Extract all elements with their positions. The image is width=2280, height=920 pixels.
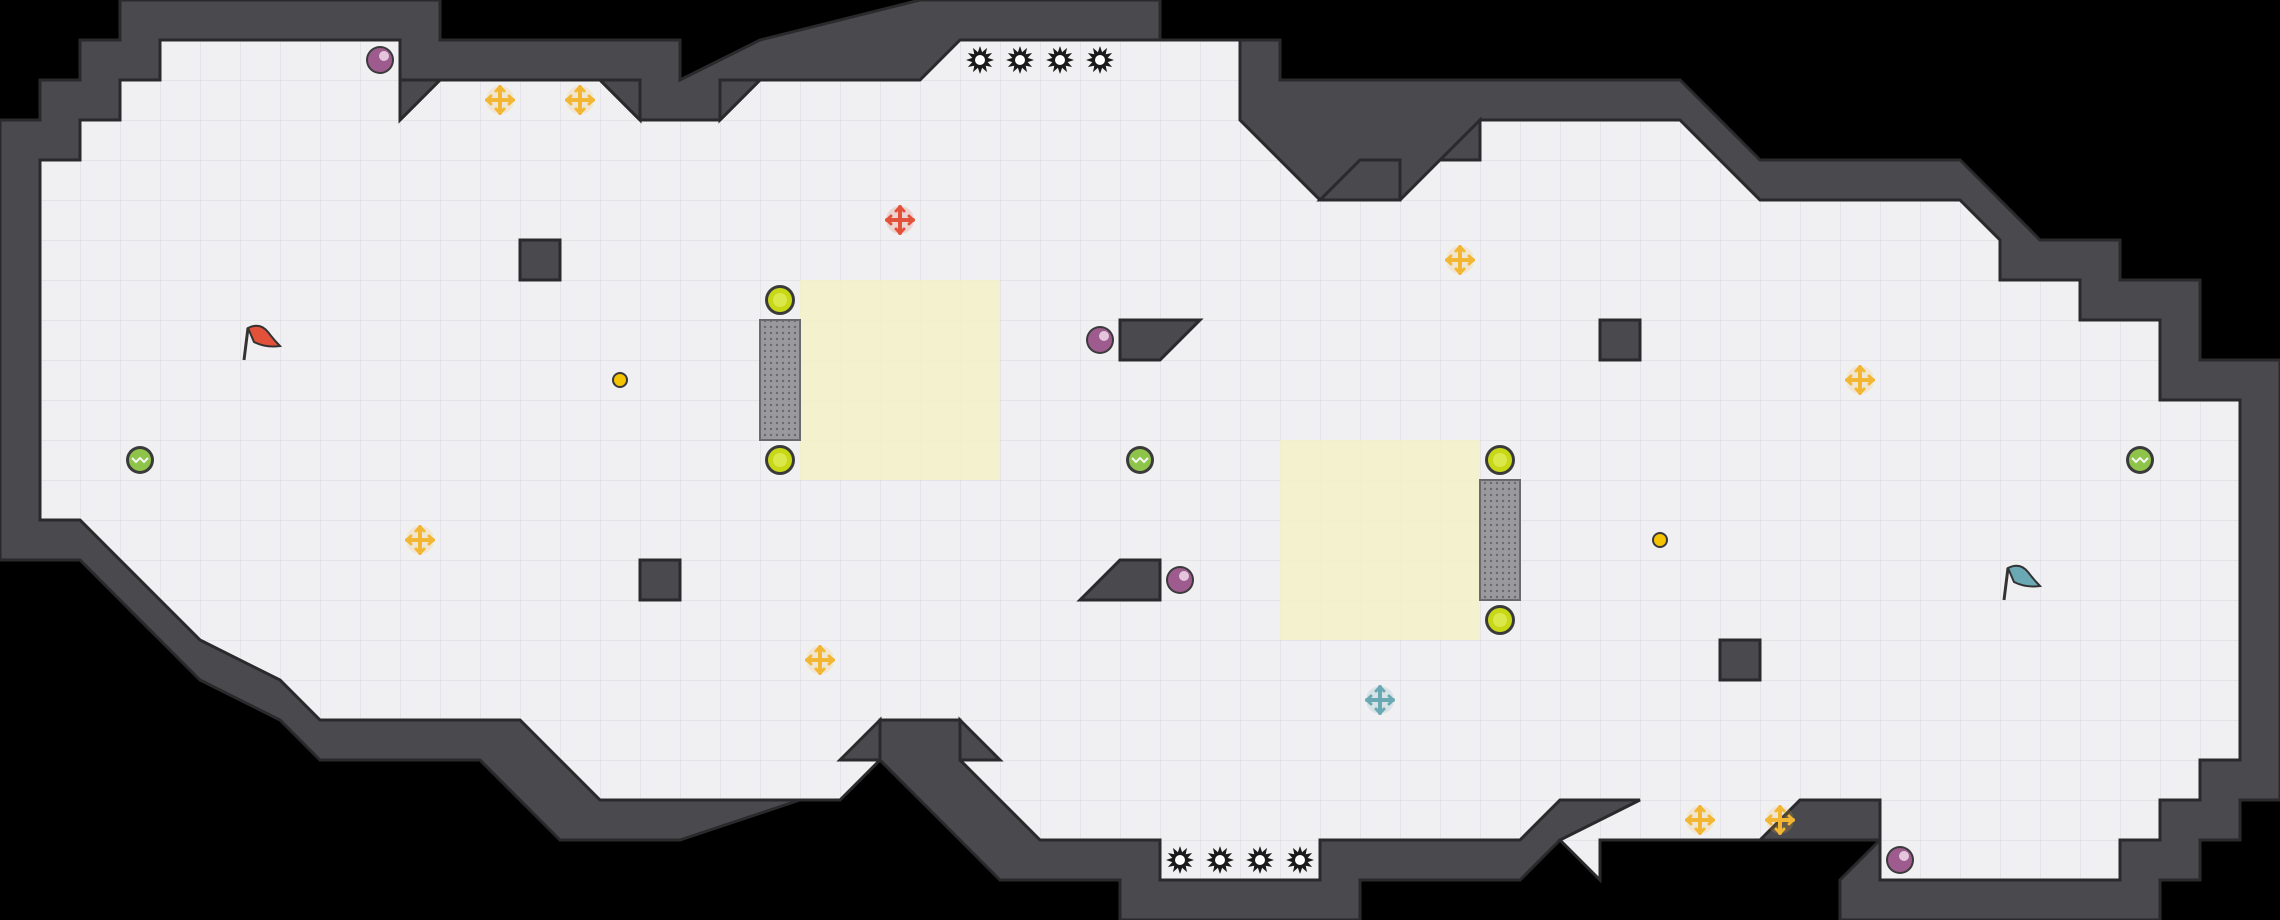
wall-details: [398, 78, 1482, 762]
bomb-icon: [1652, 532, 1668, 548]
portal-icon: [1126, 446, 1154, 474]
red-flag-icon: [242, 324, 283, 361]
button-icon: [765, 285, 795, 315]
boost-icon: [484, 84, 516, 116]
bomb-icon: [612, 372, 628, 388]
spike-icon: [1166, 846, 1194, 874]
portal-icon: [2126, 446, 2154, 474]
portals: [126, 446, 2154, 474]
gate-buttons: [765, 285, 1515, 635]
button-icon: [1485, 445, 1515, 475]
button-icon: [765, 445, 795, 475]
neutral-zone-left: [800, 280, 1000, 480]
wall-block: [638, 558, 682, 602]
gate-left: [759, 319, 801, 441]
button-icon: [1485, 605, 1515, 635]
powerup-icon: [366, 46, 394, 74]
boost-icon: [804, 644, 836, 676]
powerup-icon: [1166, 566, 1194, 594]
boost-icon: [1844, 364, 1876, 396]
boost-icon: [1764, 804, 1796, 836]
gate-right: [1479, 479, 1521, 601]
boost-icon: [404, 524, 436, 556]
spike-icon: [1206, 846, 1234, 874]
powerup-icon: [1886, 846, 1914, 874]
wall-block: [1598, 318, 1642, 362]
boost-icon: [564, 84, 596, 116]
blue-flag-icon: [2002, 564, 2043, 601]
portal-icon: [126, 446, 154, 474]
red-boost-icon: [884, 204, 916, 236]
spike-icon: [1086, 46, 1114, 74]
wall-block: [518, 238, 562, 282]
wall-wedge: [1118, 318, 1204, 362]
bombs: [612, 372, 1668, 548]
boosts: [404, 84, 1876, 836]
neutral-zone-right: [1280, 440, 1480, 640]
blue-boost-icon: [1364, 684, 1396, 716]
boost-icon: [1684, 804, 1716, 836]
wall-wedge: [1076, 558, 1162, 602]
boost-icon: [1444, 244, 1476, 276]
spike-icon: [1246, 846, 1274, 874]
spike-icon: [1286, 846, 1314, 874]
interior-walls: [518, 238, 1762, 682]
spikes: [966, 46, 1314, 874]
spike-icon: [1046, 46, 1074, 74]
neutral-zones: [800, 280, 1480, 640]
wall-block: [1718, 638, 1762, 682]
spike-icon: [966, 46, 994, 74]
gates: [759, 319, 1521, 601]
spike-icon: [1006, 46, 1034, 74]
powerup-icon: [1086, 326, 1114, 354]
powerups: [366, 46, 1914, 874]
